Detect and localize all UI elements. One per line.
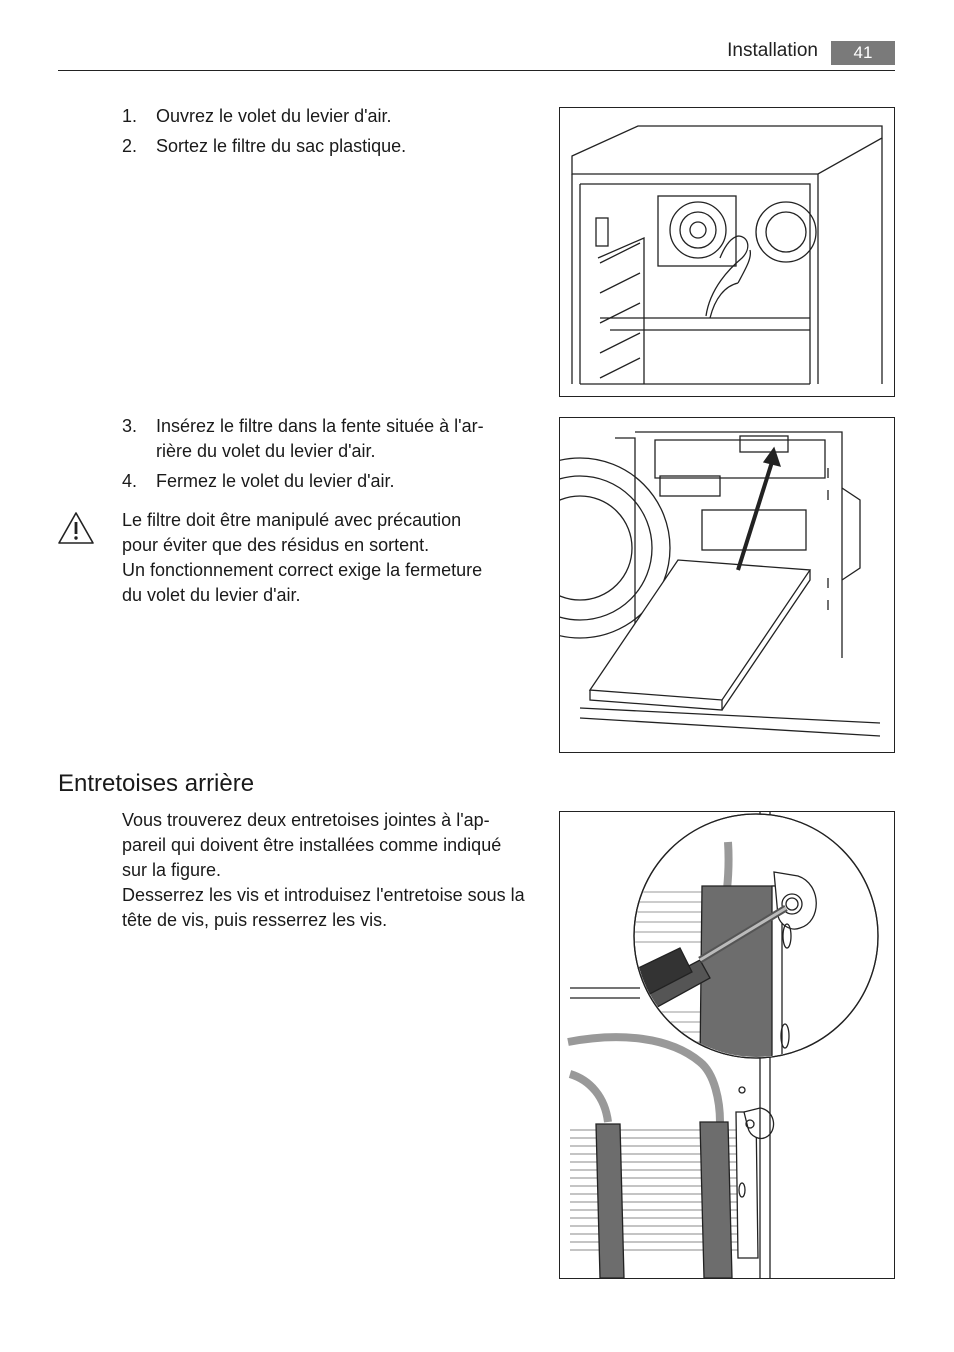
- step-number: 4.: [122, 471, 138, 491]
- step-text: Fermez le volet du levier d'air.: [156, 471, 395, 491]
- step-item: 4. Fermez le volet du levier d'air.: [122, 469, 542, 494]
- section-paragraph-2: Desserrez les vis et introduisez l'entre…: [122, 885, 525, 930]
- warning-line: Le filtre doit être manipulé avec précau…: [122, 510, 462, 530]
- figure-rear-spacers: [559, 811, 895, 1279]
- steps-list-2: 3. Insérez le filtre dans la fente situé…: [122, 414, 542, 499]
- steps-list-1: 1. Ouvrez le volet du levier d'air. 2. S…: [122, 104, 542, 164]
- warning-text: Le filtre doit être manipulé avec précau…: [122, 508, 542, 608]
- step-number: 3.: [122, 416, 138, 436]
- step-number: 1.: [122, 106, 138, 126]
- step-text: Insérez le filtre dans la fente située à…: [156, 416, 484, 461]
- page-number: 41: [831, 41, 895, 65]
- step-text: Ouvrez le volet du levier d'air.: [156, 106, 392, 126]
- section-paragraph-1: Vous trouverez deux entretoises jointes …: [122, 810, 502, 880]
- step-item: 3. Insérez le filtre dans la fente situé…: [122, 414, 542, 464]
- figure-insert-filter: [559, 417, 895, 753]
- warning-line: Un fonctionnement correct exige la ferme…: [122, 560, 483, 580]
- step-item: 2. Sortez le filtre du sac plastique.: [122, 134, 542, 159]
- header-rule: [58, 70, 895, 71]
- section-body: Vous trouverez deux entretoises jointes …: [122, 808, 552, 933]
- running-header-title: Installation: [727, 40, 818, 61]
- warning-line: du volet du levier d'air.: [122, 585, 301, 605]
- step-item: 1. Ouvrez le volet du levier d'air.: [122, 104, 542, 129]
- warning-triangle-icon: [57, 510, 95, 546]
- step-text: Sortez le filtre du sac plastique.: [156, 136, 407, 156]
- section-heading: Entretoises arrière: [58, 770, 255, 797]
- warning-line: pour éviter que des résidus en sortent.: [122, 535, 430, 555]
- step-number: 2.: [122, 136, 138, 156]
- figure-fridge-air-lever: [559, 107, 895, 397]
